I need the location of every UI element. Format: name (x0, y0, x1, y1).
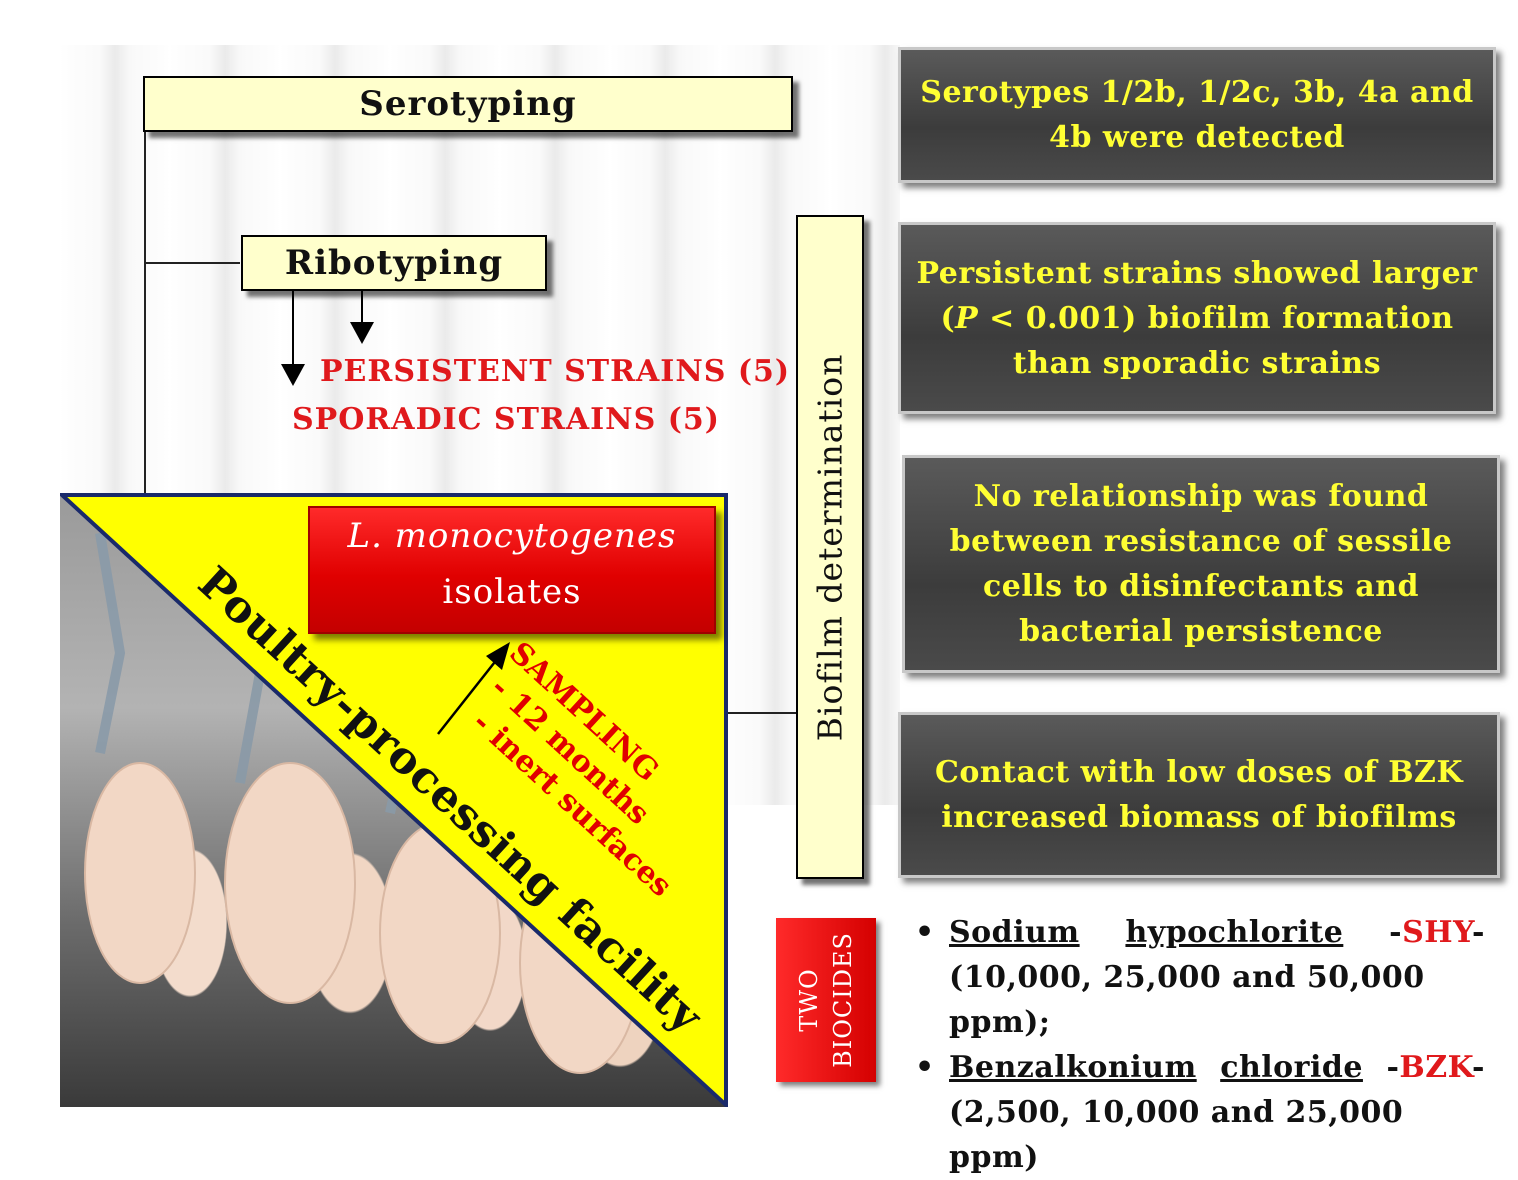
serotyping-box: Serotyping (143, 76, 793, 132)
list-item: • Sodium hypochlorite -SHY- (915, 910, 1485, 955)
sporadic-strains-label: SPORADIC STRAINS (5) (292, 402, 720, 437)
result-persistent-line2: (P < 0.001) biofilm formation (940, 300, 1454, 336)
result-relationship-line1: No relationship was found (973, 479, 1429, 514)
result-persistent-line1: Persistent strains showed larger (916, 255, 1478, 291)
biocide-doses: (10,000, 25,000 and 50,000 ppm); (949, 960, 1425, 1040)
result-serotypes-line1: Serotypes 1/2b, 1/2c, 3b, 4a and (920, 75, 1474, 110)
biocide-code: BZK (1399, 1050, 1473, 1085)
isolates-box: L. monocytogenes isolates (308, 506, 716, 634)
result-serotypes-line2: 4b were detected (1049, 120, 1345, 155)
connector-ribotyping (144, 262, 240, 264)
biocide-name-part2: hypochlorite (1125, 915, 1344, 950)
biocides-tag-line1: TWO (795, 968, 823, 1032)
ribotyping-arrows (281, 290, 374, 386)
biocide-code: SHY (1402, 915, 1473, 950)
result-box-serotypes: Serotypes 1/2b, 1/2c, 3b, 4a and 4b were… (898, 47, 1496, 183)
facility-triangle (60, 493, 728, 1107)
biocides-list: • Sodium hypochlorite -SHY- (10,000, 25,… (915, 910, 1485, 1180)
result-box-persistent: Persistent strains showed larger (P < 0.… (898, 222, 1496, 414)
connector-biofilm (728, 712, 796, 714)
result-bzk-line1: Contact with low doses of BZK (934, 755, 1464, 790)
result-bzk-line2: increased biomass of biofilms (941, 800, 1457, 835)
serotyping-label: Serotyping (359, 84, 577, 124)
list-item: • Benzalkonium chloride -BZK- (915, 1045, 1485, 1090)
biocide-doses: (2,500, 10,000 and 25,000 ppm) (949, 1095, 1404, 1175)
ribotyping-label: Ribotyping (284, 243, 504, 283)
biofilm-determination-box: Biofilm determination (796, 215, 864, 879)
biocides-tag: TWO BIOCIDES (776, 918, 876, 1082)
bullet: • (915, 915, 935, 950)
result-relationship-line2: between resistance of sessile (949, 524, 1453, 559)
result-relationship-line3: cells to disinfectants and (982, 569, 1420, 604)
connector-vertical-left (144, 128, 146, 496)
p-value-symbol: P (955, 300, 979, 336)
isolates-species: L. monocytogenes (347, 516, 677, 556)
sampling-arrow (437, 642, 510, 735)
isolates-word: isolates (442, 572, 582, 612)
result-relationship-line4: bacterial persistence (1019, 614, 1383, 649)
biocides-tag-line2: BIOCIDES (829, 932, 857, 1068)
biocide-name-part2: chloride (1220, 1050, 1363, 1085)
biocide-name-part1: Sodium (949, 915, 1080, 950)
result-box-bzk: Contact with low doses of BZK increased … (898, 712, 1500, 878)
ribotyping-box: Ribotyping (241, 235, 547, 291)
persistent-strains-label: PERSISTENT STRAINS (5) (320, 354, 791, 389)
result-persistent-line3: than sporadic strains (1012, 345, 1382, 381)
result-box-relationship: No relationship was found between resist… (902, 455, 1500, 673)
biofilm-determination-label: Biofilm determination (810, 353, 850, 741)
bullet: • (915, 1050, 935, 1085)
biocide-name-part1: Benzalkonium (949, 1050, 1197, 1085)
